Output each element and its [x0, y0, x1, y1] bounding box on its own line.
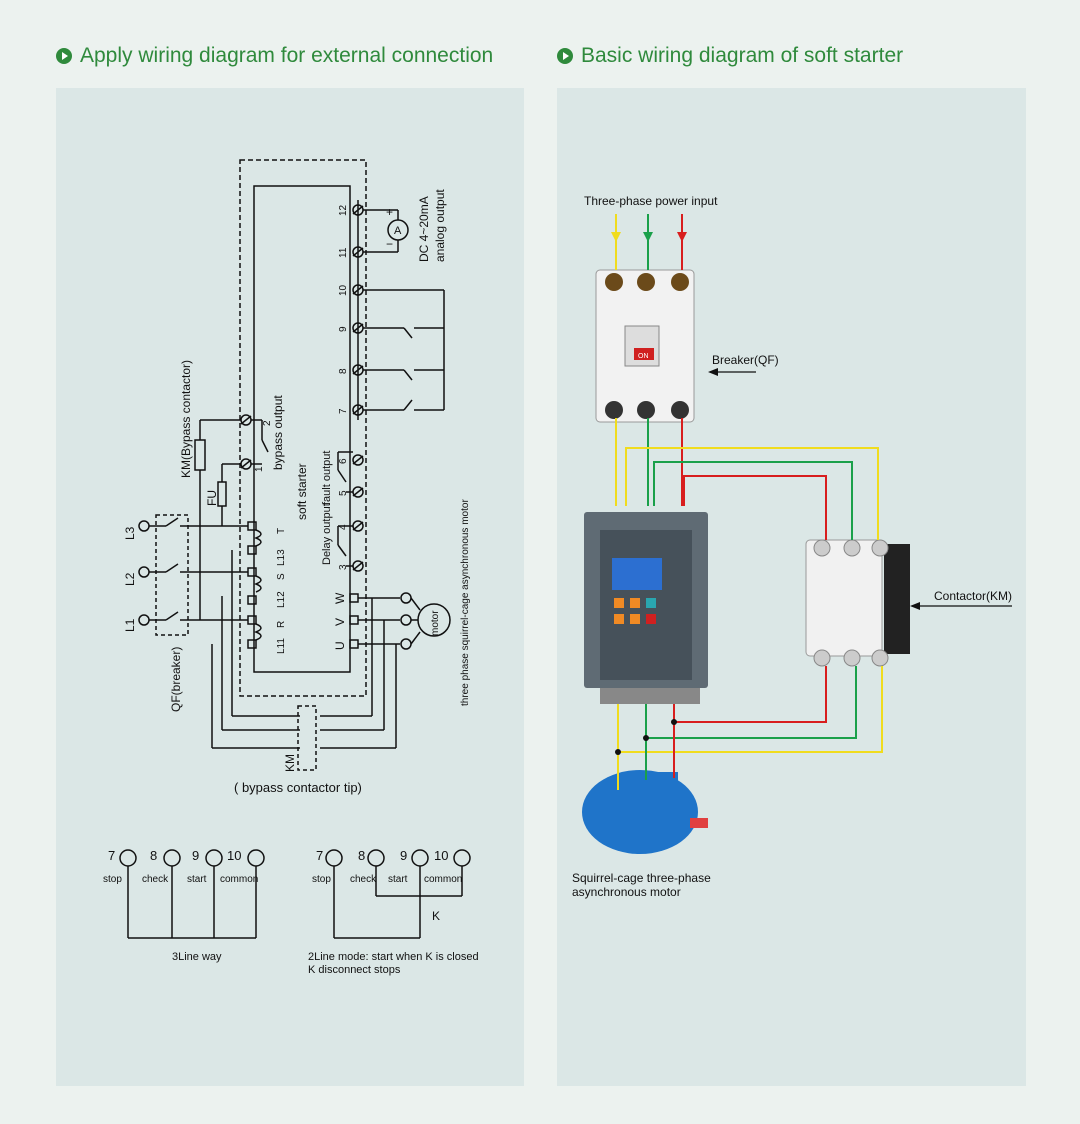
terminal-2: 2 — [262, 420, 273, 426]
terminal-7: 7 — [338, 408, 349, 414]
external-wiring-schematic: KM(Bypass contactor) FU bypass output so… — [103, 159, 479, 976]
terminal-11: 11 — [338, 247, 349, 258]
u-label: U — [333, 641, 347, 650]
three-line-num-8: 8 — [150, 848, 157, 863]
motor-device — [582, 770, 708, 854]
play-bullet-icon — [56, 48, 72, 64]
terminal-12: 12 — [338, 204, 349, 216]
soft-starter-label: soft starter — [295, 463, 309, 520]
w-label: W — [333, 592, 347, 604]
two-line-switch-k: K — [432, 909, 440, 923]
contactor-device — [805, 539, 883, 657]
right-heading-text: Basic wiring diagram of soft starter — [581, 44, 904, 67]
qf-breaker-dashed-box — [155, 514, 189, 636]
three-line-num-7: 7 — [108, 848, 115, 863]
l12-label: L12 — [276, 591, 287, 608]
motor-icon — [417, 603, 451, 637]
three-line-common: common — [220, 874, 258, 885]
external-wiring-panel: KM(Bypass contactor) FU bypass output so… — [56, 88, 524, 1086]
two-line-wiring — [325, 849, 471, 939]
basic-wiring-panel: ON — [557, 88, 1026, 1086]
basic-wiring-illustration: ON — [572, 194, 1012, 899]
fuse-icon — [217, 481, 227, 507]
minus-label: − — [386, 237, 393, 251]
three-line-num-9: 9 — [192, 848, 199, 863]
play-bullet-icon — [557, 48, 573, 64]
two-line-num-9: 9 — [400, 848, 407, 863]
breaker-on-label: ON — [638, 353, 649, 360]
r-label: R — [276, 621, 287, 628]
l2-label: L2 — [123, 572, 137, 586]
three-line-start: start — [187, 874, 207, 885]
delay-output-label: Delay output — [321, 503, 333, 565]
two-line-num-8: 8 — [358, 848, 365, 863]
v-label: V — [333, 618, 347, 626]
terminal-1: 1 — [254, 466, 265, 472]
motor-label-line1: Squirrel-cage three-phase — [572, 871, 711, 885]
terminal-3: 3 — [338, 564, 349, 570]
terminal-4: 4 — [338, 524, 349, 530]
km-bypass-label: KM(Bypass contactor) — [179, 360, 193, 478]
terminal-10: 10 — [338, 284, 349, 296]
km-label: KM — [283, 754, 297, 772]
power-input-label: Three-phase power input — [584, 194, 718, 208]
left-section-heading: Apply wiring diagram for external connec… — [56, 44, 493, 68]
ammeter-label: A — [394, 225, 402, 237]
right-section-heading: Basic wiring diagram of soft starter — [557, 44, 903, 68]
control-terminal-strip — [352, 200, 364, 572]
fault-output-label: fault output — [321, 451, 333, 505]
l3-label: L3 — [123, 526, 137, 540]
motor-caption: three phase squirrel-cage asynchronous m… — [460, 499, 471, 706]
t-label: T — [276, 528, 287, 534]
two-line-caption2: K disconnect stops — [308, 964, 401, 976]
contactor-label: Contactor(KM) — [934, 589, 1012, 603]
l13-label: L13 — [276, 549, 287, 566]
three-line-check: check — [142, 874, 169, 885]
three-line-stop: stop — [103, 874, 122, 885]
l11-label: L11 — [276, 638, 287, 654]
breaker-label: Breaker(QF) — [712, 353, 779, 367]
soft-starter-lcd — [612, 558, 662, 590]
two-line-check: check — [350, 874, 377, 885]
three-line-wiring — [119, 849, 265, 939]
bypass-tip-label: ( bypass contactor tip) — [234, 780, 362, 795]
left-heading-text: Apply wiring diagram for external connec… — [80, 44, 494, 67]
two-line-num-7: 7 — [316, 848, 323, 863]
three-line-num-10: 10 — [227, 848, 241, 863]
qf-label: QF(breaker) — [169, 647, 183, 712]
terminal-8: 8 — [338, 368, 349, 374]
fu-label: FU — [205, 490, 219, 506]
s-label: S — [276, 573, 287, 580]
km-contact-dashed-box — [297, 705, 317, 771]
two-line-common: common — [424, 874, 462, 885]
two-line-stop: stop — [312, 874, 331, 885]
bypass-output-label: bypass output — [271, 395, 285, 470]
two-line-start: start — [388, 874, 408, 885]
three-line-caption: 3Line way — [172, 951, 222, 963]
km-coil-icon — [194, 439, 206, 471]
terminal-9: 9 — [338, 326, 349, 332]
soft-starter-body — [253, 185, 351, 673]
l1-label: L1 — [123, 618, 137, 632]
analog-output-line2: analog output — [433, 189, 447, 262]
terminal-5: 5 — [338, 490, 349, 496]
two-line-caption1: 2Line mode: start when K is closed — [308, 951, 479, 963]
soft-starter-dashed-box — [239, 159, 367, 697]
motor-label-line2: asynchronous motor — [572, 885, 681, 899]
terminal-6: 6 — [338, 458, 349, 464]
motor-label: motor — [430, 610, 441, 636]
two-line-num-10: 10 — [434, 848, 448, 863]
analog-output-line1: DC 4~20mA — [417, 196, 431, 262]
plus-label: + — [386, 205, 393, 219]
